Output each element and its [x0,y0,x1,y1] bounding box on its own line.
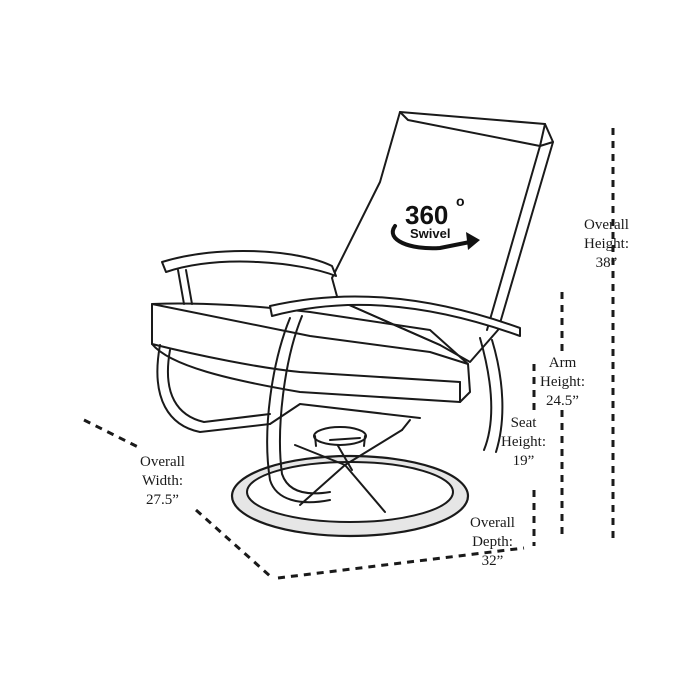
swivel-badge: 360 o Swivel [390,193,480,251]
arm-height-line2: Height: [540,374,585,390]
frame-rail [269,403,421,431]
swivel-mechanism [294,426,403,513]
overall-depth-value: 32” [481,553,504,569]
right-armrest [266,295,521,504]
overall-height-line2: Height: [584,236,629,252]
seat-height-label: Seat Height: 19” [501,414,546,471]
seat-height-line1: Seat [510,415,537,431]
overall-height-line1: Overall [584,217,629,233]
badge-degree-symbol: o [456,193,465,209]
left-armrest [156,249,337,433]
badge-degrees: 360 [405,200,448,230]
seat-height-value: 19” [512,453,535,469]
overall-height-label: Overall Height: 38” [584,216,629,273]
overall-depth-label: Overall Depth: 32” [470,514,515,571]
overall-depth-line1: Overall [470,515,515,531]
overall-depth-line2: Depth: [472,534,513,550]
overall-width-line-lower [195,508,271,578]
arm-height-value: 24.5” [546,393,579,409]
arm-height-line1: Arm [548,355,577,371]
overall-width-line1: Overall [140,454,185,470]
badge-caption: Swivel [410,226,450,241]
seat-cushion [151,302,471,403]
overall-height-value: 38” [595,255,618,271]
overall-width-line2: Width: [141,473,184,489]
swivel-base [230,454,470,538]
arm-height-label: Arm Height: 24.5” [540,354,585,411]
overall-width-value: 27.5” [146,492,179,508]
overall-depth-line [277,546,525,580]
overall-width-line [83,418,141,450]
overall-width-label: Overall Width: 27.5” [140,453,185,510]
curved-arrow-icon [390,224,472,251]
seat-height-line2: Height: [501,434,546,450]
arrow-head-icon [466,232,480,250]
